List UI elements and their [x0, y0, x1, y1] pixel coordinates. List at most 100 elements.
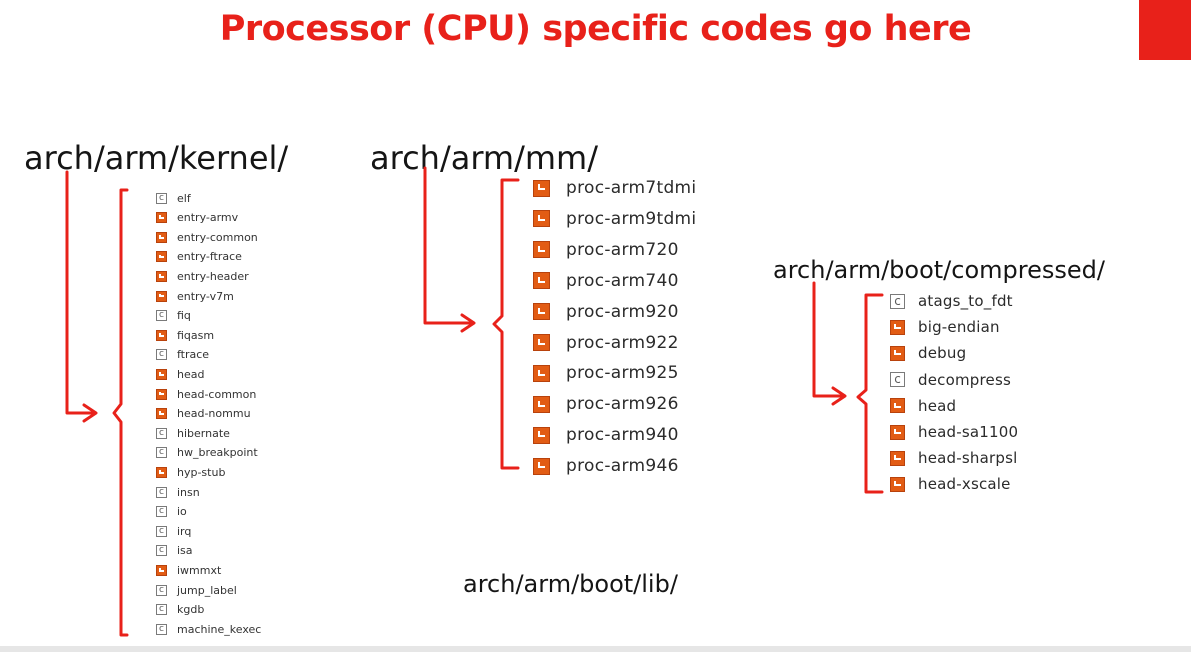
file-item[interactable]: head-nommu — [156, 406, 251, 422]
file-item[interactable]: proc-arm925 — [533, 361, 679, 385]
c-source-file-icon — [156, 584, 167, 596]
file-item[interactable]: fiqasm — [156, 327, 214, 343]
assembly-file-icon — [533, 241, 550, 259]
file-name: entry-header — [177, 269, 249, 283]
file-name: isa — [177, 544, 193, 558]
assembly-file-icon — [890, 476, 905, 492]
assembly-file-icon — [533, 395, 550, 413]
file-item[interactable]: ftrace — [156, 347, 209, 363]
file-name: head — [918, 396, 957, 415]
assembly-file-icon — [890, 398, 905, 414]
kernel-path-label: arch/arm/kernel/ — [24, 139, 289, 177]
assembly-file-icon — [890, 319, 905, 335]
file-item[interactable]: head-xscale — [890, 474, 1011, 494]
mm-connector-line — [423, 166, 474, 325]
file-item[interactable]: iwmmxt — [156, 562, 221, 578]
assembly-file-icon — [156, 564, 167, 576]
file-item[interactable]: head-common — [156, 386, 256, 402]
file-name: proc-arm7tdmi — [566, 178, 697, 198]
file-item[interactable]: hw_breakpoint — [156, 445, 258, 461]
file-name: head-common — [177, 387, 257, 401]
boot-compressed-connector-line — [812, 281, 845, 398]
file-item[interactable]: entry-common — [156, 229, 258, 245]
kernel-connector-line — [65, 170, 96, 415]
file-name: decompress — [918, 370, 1012, 389]
file-name: proc-arm925 — [566, 363, 679, 384]
file-name: head-xscale — [918, 475, 1011, 494]
file-name: entry-common — [177, 230, 258, 244]
bottom-strip — [0, 646, 1191, 652]
assembly-file-icon — [156, 231, 167, 243]
file-item[interactable]: isa — [156, 543, 193, 559]
file-name: ftrace — [177, 348, 210, 362]
c-source-file-icon — [156, 525, 167, 537]
assembly-file-icon — [156, 270, 167, 282]
file-item[interactable]: jump_label — [156, 582, 237, 598]
file-item[interactable]: head — [890, 396, 956, 416]
file-name: hw_breakpoint — [177, 446, 258, 460]
file-item[interactable]: entry-v7m — [156, 288, 234, 304]
file-name: proc-arm740 — [566, 270, 679, 291]
file-item[interactable]: hibernate — [156, 425, 230, 441]
file-item[interactable]: entry-header — [156, 268, 249, 284]
file-name: elf — [177, 191, 191, 205]
file-item[interactable]: head — [156, 366, 204, 382]
assembly-file-icon — [156, 290, 167, 302]
file-item[interactable]: big-endian — [890, 317, 1000, 337]
file-item[interactable]: fiq — [156, 308, 191, 324]
file-name: proc-arm9tdmi — [566, 208, 697, 229]
assembly-file-icon — [156, 212, 167, 224]
file-item[interactable]: proc-arm940 — [533, 423, 679, 447]
file-item[interactable]: head-sa1100 — [890, 422, 1018, 442]
file-name: hyp-stub — [177, 465, 226, 479]
file-item[interactable]: decompress — [890, 370, 1011, 390]
kernel-arrowhead — [82, 403, 98, 423]
file-item[interactable]: machine_kexec — [156, 621, 261, 637]
assembly-file-icon — [890, 345, 905, 361]
boot-compressed-path-label: arch/arm/boot/compressed/ — [773, 256, 1105, 284]
assembly-file-icon — [890, 450, 905, 466]
file-item[interactable]: io — [156, 504, 187, 520]
file-item[interactable]: kgdb — [156, 602, 204, 618]
assembly-file-icon — [533, 364, 550, 382]
file-name: jump_label — [177, 583, 237, 597]
assembly-file-icon — [533, 179, 550, 197]
file-item[interactable]: entry-armv — [156, 210, 238, 226]
file-name: fiqasm — [177, 328, 215, 342]
file-item[interactable]: debug — [890, 343, 966, 363]
kernel-brace — [112, 188, 129, 637]
assembly-file-icon — [533, 457, 550, 475]
c-source-file-icon — [156, 486, 167, 498]
c-source-file-icon — [156, 427, 167, 439]
file-item[interactable]: head-sharpsl — [890, 448, 1017, 468]
c-source-file-icon — [156, 309, 167, 322]
file-name: proc-arm940 — [566, 425, 679, 446]
assembly-file-icon — [533, 426, 550, 444]
file-name: entry-armv — [177, 211, 239, 225]
boot-compressed-brace — [856, 293, 884, 494]
file-name: fiq — [177, 309, 191, 323]
file-name: proc-arm920 — [566, 301, 679, 322]
file-name: big-endian — [918, 318, 1000, 337]
file-item[interactable]: proc-arm926 — [533, 392, 679, 416]
file-item[interactable]: hyp-stub — [156, 464, 225, 480]
file-item[interactable]: proc-arm740 — [533, 269, 679, 293]
file-item[interactable]: entry-ftrace — [156, 249, 242, 265]
file-item[interactable]: irq — [156, 523, 191, 539]
file-item[interactable]: proc-arm920 — [533, 300, 679, 324]
assembly-file-icon — [156, 408, 167, 420]
file-item[interactable]: elf — [156, 190, 191, 206]
file-item[interactable]: proc-arm946 — [533, 454, 679, 478]
file-item[interactable]: insn — [156, 484, 200, 500]
c-source-file-icon — [156, 603, 167, 616]
file-item[interactable]: proc-arm9tdmi — [533, 207, 696, 231]
file-name: entry-ftrace — [177, 250, 242, 264]
file-name: head-sharpsl — [918, 449, 1018, 468]
file-name: proc-arm946 — [566, 456, 679, 477]
file-item[interactable]: atags_to_fdt — [890, 291, 1013, 311]
file-item[interactable]: proc-arm922 — [533, 331, 679, 355]
c-source-file-icon — [156, 505, 167, 518]
file-item[interactable]: proc-arm7tdmi — [533, 176, 696, 200]
file-item[interactable]: proc-arm720 — [533, 238, 679, 262]
